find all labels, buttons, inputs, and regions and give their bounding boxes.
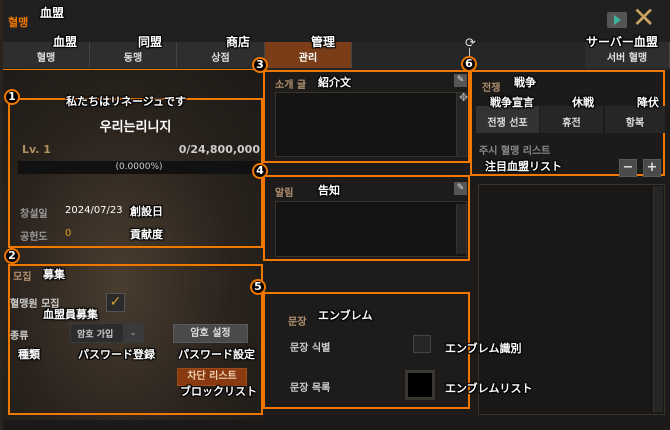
- marker-6: 6: [461, 56, 477, 72]
- declare-war-annotation: 戦争宣言: [490, 96, 534, 109]
- watch-list: [478, 184, 665, 415]
- emblem-label: 문장: [288, 317, 307, 328]
- declare-war-button[interactable]: 전쟁 선포: [476, 106, 539, 133]
- clan-name: 우리는리니지: [99, 120, 172, 135]
- founded-label: 창설일: [20, 209, 48, 220]
- notice-scrollbar[interactable]: [456, 204, 466, 254]
- tab-alliance[interactable]: 동맹: [90, 42, 177, 68]
- intro-scrollbar[interactable]: [456, 93, 466, 156]
- founded-date: 2024/07/23: [65, 205, 123, 216]
- marker-5: 5: [250, 279, 266, 295]
- handle-line: [469, 48, 470, 58]
- edit-notice-pencil-icon[interactable]: ✎: [454, 182, 467, 195]
- marker-2: 2: [4, 248, 20, 264]
- war-label: 전쟁: [482, 83, 501, 94]
- edit-intro-pencil-icon[interactable]: ✎: [454, 74, 467, 87]
- truce-annotation: 休戦: [572, 96, 594, 109]
- marker-4: 4: [252, 163, 268, 179]
- notice-label: 알림: [275, 188, 294, 199]
- clan-level: Lv. 1: [22, 143, 51, 156]
- war-annotation: 戦争: [514, 76, 536, 89]
- type-dropdown-value: 암호 가입: [77, 330, 114, 340]
- emblem-list-annotation: エンブレムリスト: [445, 382, 533, 395]
- emblem-identify-checkbox[interactable]: [413, 335, 431, 353]
- type-value-annotation: パスワード登録: [78, 348, 155, 361]
- password-settings-button[interactable]: 암호 설정: [173, 324, 248, 343]
- type-dropdown[interactable]: 암호 가입 ⌄: [70, 323, 144, 343]
- notice-box: [263, 175, 470, 261]
- tab-annotation: 同盟: [138, 35, 163, 49]
- marker-3: 3: [252, 57, 268, 73]
- watch-list-annotation: 注目血盟リスト: [485, 160, 562, 173]
- truce-button[interactable]: 휴전: [540, 106, 603, 133]
- title-bar: [3, 0, 670, 42]
- notice-annotation: 告知: [318, 184, 340, 197]
- marker-1: 1: [4, 89, 20, 105]
- motto-annotation: 私たちはリネージュです: [66, 95, 187, 108]
- block-list-button[interactable]: 차단 리스트: [177, 368, 247, 386]
- notice-textarea[interactable]: [275, 201, 467, 257]
- intro-box: [263, 70, 470, 163]
- clan-exp: 0/24,800,000: [178, 143, 260, 156]
- tab-annotation: 商店: [226, 35, 251, 49]
- recruit-checkbox[interactable]: ✓: [106, 293, 125, 312]
- emblem-identify-label: 문장 식별: [290, 343, 331, 354]
- intro-textarea[interactable]: [275, 92, 467, 157]
- tab-shop[interactable]: 상점: [177, 42, 265, 68]
- chevron-down-icon: ⌄: [123, 324, 143, 342]
- contribution-label: 공헌도: [20, 232, 48, 243]
- emblem-list-label: 문장 목록: [290, 383, 331, 394]
- password-settings-annotation: パスワード設定: [178, 348, 255, 361]
- intro-annotation: 紹介文: [318, 76, 351, 89]
- recruit-annotation: 募集: [43, 268, 65, 281]
- member-recruit-annotation: 血盟員募集: [43, 308, 98, 321]
- emblem-identify-annotation: エンブレム識別: [445, 342, 522, 355]
- emblem-list-slot[interactable]: [405, 370, 435, 400]
- tab-annotation: 血盟: [53, 35, 78, 49]
- recruit-label: 모집: [13, 272, 32, 283]
- add-watch-button[interactable]: +: [643, 159, 661, 177]
- founded-annotation: 創設日: [130, 205, 163, 218]
- tab-clan[interactable]: 혈맹: [3, 42, 90, 68]
- exp-bar: [18, 161, 260, 174]
- watch-list-label: 주시 혈맹 리스트: [479, 146, 551, 157]
- remove-watch-button[interactable]: −: [619, 159, 637, 177]
- watch-list-scrollbar[interactable]: [653, 186, 663, 412]
- tab-manage[interactable]: 관리: [265, 42, 352, 68]
- contribution-annotation: 貢献度: [130, 228, 163, 241]
- recruit-box: [8, 264, 263, 415]
- background-art: [3, 70, 263, 420]
- rotate-handle-icon: ⟳: [465, 36, 476, 51]
- intro-label: 소개 글: [275, 80, 307, 91]
- window-title: 혈맹: [8, 16, 29, 29]
- member-recruit-label: 혈맹원 모집: [10, 299, 60, 310]
- close-icon[interactable]: ✕: [632, 1, 656, 34]
- type-label: 종류: [10, 331, 29, 342]
- surrender-annotation: 降伏: [637, 96, 659, 109]
- window-title-annotation: 血盟: [40, 6, 65, 20]
- video-icon[interactable]: [607, 12, 627, 28]
- tab-annotation: サーバー血盟: [586, 35, 658, 49]
- surrender-button[interactable]: 항복: [605, 106, 665, 133]
- type-annotation: 種類: [18, 348, 40, 361]
- exp-percent: (0.0000%): [115, 162, 163, 172]
- move-handle-icon: ✥: [459, 91, 469, 104]
- tab-annotation: 管理: [311, 35, 336, 49]
- emblem-annotation: エンブレム: [318, 309, 373, 322]
- block-list-annotation: ブロックリスト: [180, 385, 257, 398]
- contribution-value: 0: [65, 228, 72, 239]
- emblem-box: [263, 292, 470, 409]
